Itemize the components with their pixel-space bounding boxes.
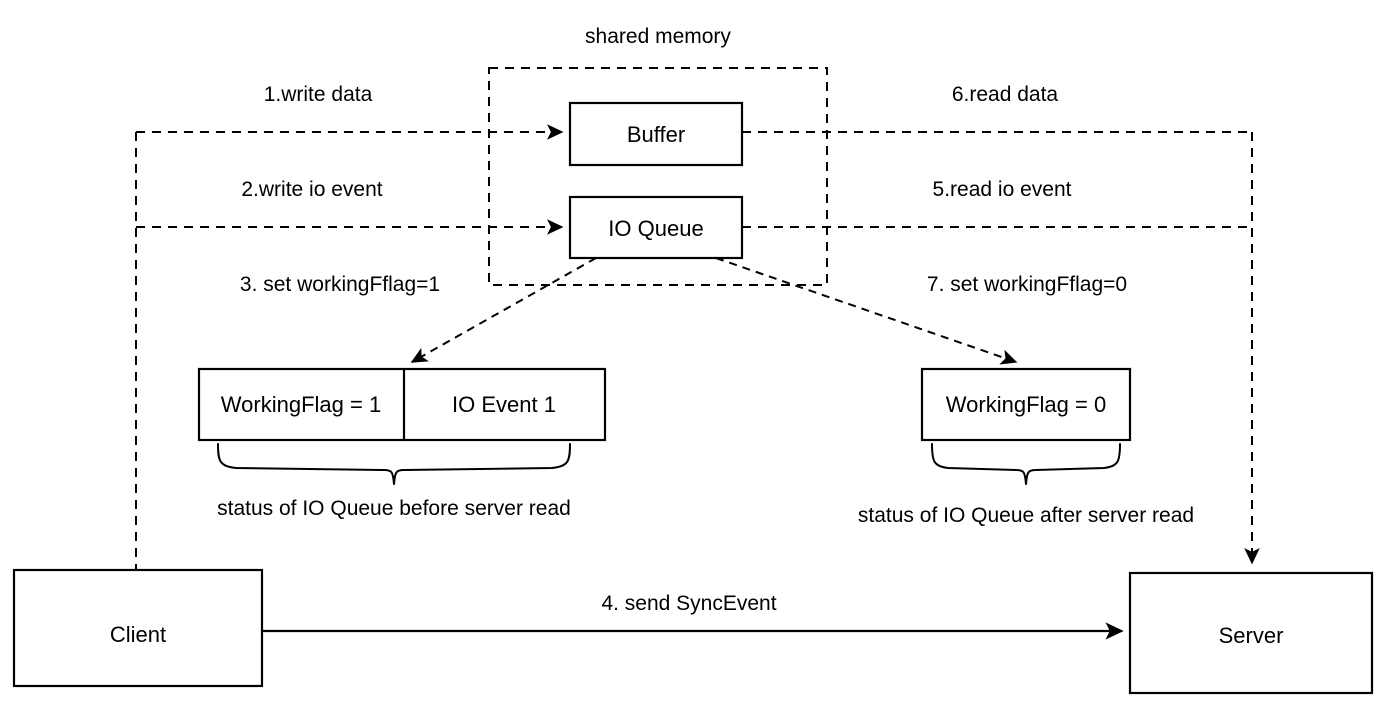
- node-io-queue-state-after[interactable]: [920, 367, 1132, 442]
- edge-label-set-workingflag-1: 3. set workingFflag=1: [240, 273, 440, 296]
- node-io-queue[interactable]: [568, 195, 744, 260]
- node-server[interactable]: [1128, 571, 1374, 695]
- edge-io-queue-to-after-state: [715, 257, 1018, 365]
- node-client[interactable]: [12, 568, 264, 688]
- node-label-client: Client: [110, 622, 166, 647]
- node-label-working-flag-0: WorkingFlag = 0: [946, 392, 1106, 417]
- edge-io-queue-to-before-state: [410, 257, 597, 363]
- caption-before-server-read: status of IO Queue before server read: [217, 497, 571, 520]
- node-label-server: Server: [1219, 623, 1284, 648]
- edge-label-write-io-event: 2.write io event: [241, 178, 382, 201]
- node-label-working-flag-1: WorkingFlag = 1: [221, 392, 381, 417]
- shared-memory-boundary: [488, 67, 828, 286]
- node-label-io-event-1: IO Event 1: [452, 392, 556, 417]
- edge-label-send-syncevent: 4. send SyncEvent: [601, 592, 776, 615]
- edge-label-set-workingflag-0: 7. set workingFflag=0: [927, 273, 1127, 296]
- shared-memory-title: shared memory: [585, 25, 731, 48]
- node-label-io-queue: IO Queue: [608, 216, 703, 241]
- caption-after-server-read: status of IO Queue after server read: [858, 504, 1194, 527]
- brace-after-state: [931, 443, 1121, 485]
- edge-label-write-data: 1.write data: [264, 83, 373, 106]
- node-buffer[interactable]: [568, 101, 744, 167]
- node-io-queue-state-before[interactable]: [197, 367, 607, 442]
- edge-label-read-data: 6.read data: [952, 83, 1059, 106]
- brace-before-state: [217, 443, 571, 485]
- node-label-buffer: Buffer: [627, 122, 685, 147]
- edge-label-read-io-event: 5.read io event: [933, 178, 1072, 201]
